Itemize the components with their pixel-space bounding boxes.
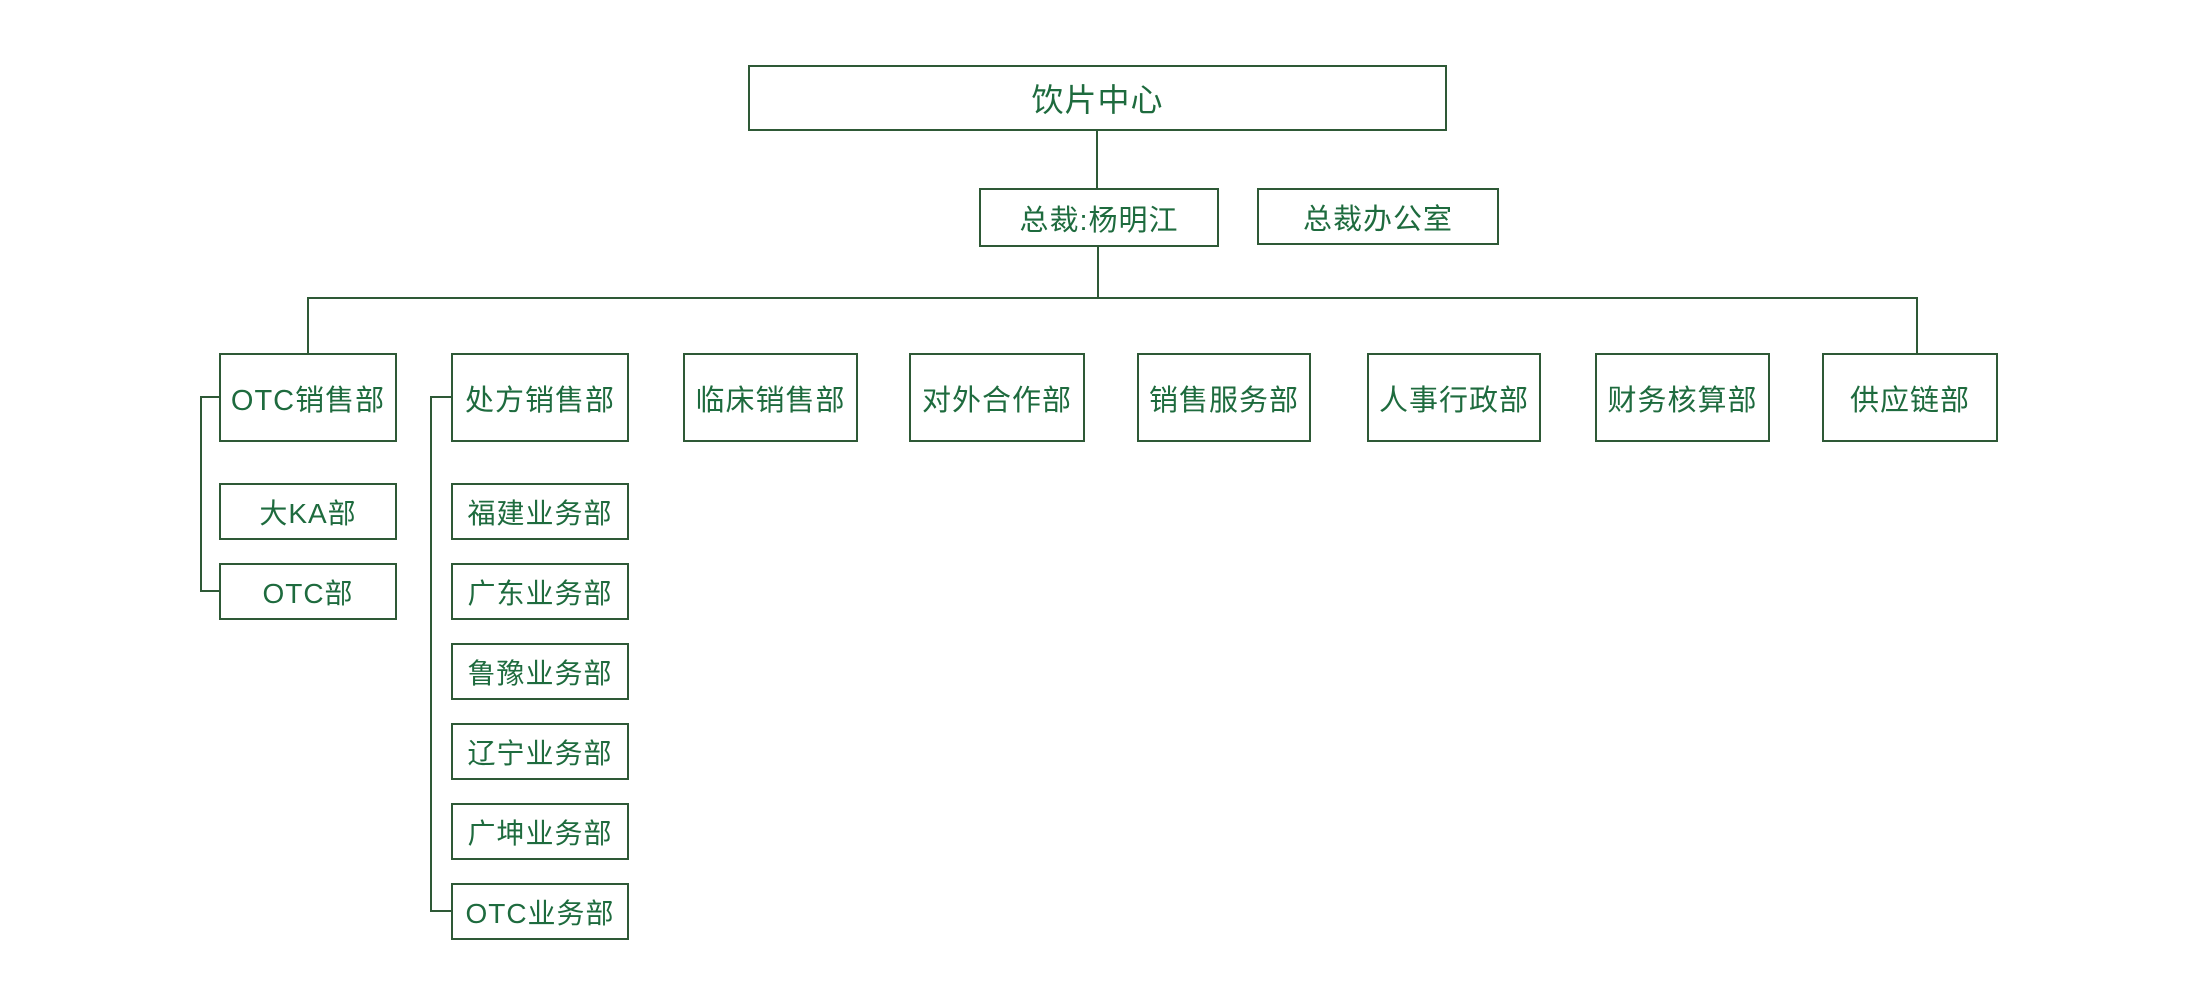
org-node-dept-sales-service[interactable]: 销售服务部 [1137,353,1311,442]
org-node-dept-hr-admin[interactable]: 人事行政部 [1367,353,1541,442]
connector-otc-bracket-top-stub [200,396,219,398]
org-node-dept-otc-sales[interactable]: OTC销售部 [219,353,397,442]
org-node-guangdong-business-dept[interactable]: 广东业务部 [451,563,629,620]
org-node-otc-business-dept[interactable]: OTC业务部 [451,883,629,940]
org-node-dept-clinical-sales[interactable]: 临床销售部 [683,353,858,442]
org-node-president-office[interactable]: 总裁办公室 [1257,188,1499,245]
connector-root-to-president [1096,131,1098,189]
org-node-luyu-business-dept[interactable]: 鲁豫业务部 [451,643,629,700]
org-node-dept-finance-accounting[interactable]: 财务核算部 [1595,353,1770,442]
org-node-liaoning-business-dept[interactable]: 辽宁业务部 [451,723,629,780]
org-node-dept-supply-chain[interactable]: 供应链部 [1822,353,1998,442]
org-node-fujian-business-dept[interactable]: 福建业务部 [451,483,629,540]
org-node-dept-prescription-sales[interactable]: 处方销售部 [451,353,629,442]
connector-bus-right-drop [1916,297,1918,353]
org-node-president[interactable]: 总裁:杨明江 [979,188,1219,247]
org-node-root[interactable]: 饮片中心 [748,65,1447,131]
org-node-otc-dept[interactable]: OTC部 [219,563,397,620]
connector-president-to-bus [1097,246,1099,299]
connector-bus-horizontal [307,297,1918,299]
connector-otc-bracket-bottom-stub [200,590,219,592]
org-node-big-ka-dept[interactable]: 大KA部 [219,483,397,540]
org-node-dept-external-cooperation[interactable]: 对外合作部 [909,353,1085,442]
connector-rx-bracket-vertical [430,396,432,912]
connector-otc-bracket-vertical [200,396,202,592]
connector-rx-bracket-top-stub [430,396,451,398]
org-node-guangkun-business-dept[interactable]: 广坤业务部 [451,803,629,860]
connector-bus-left-drop [307,297,309,353]
connector-rx-bracket-bottom-stub [430,910,451,912]
